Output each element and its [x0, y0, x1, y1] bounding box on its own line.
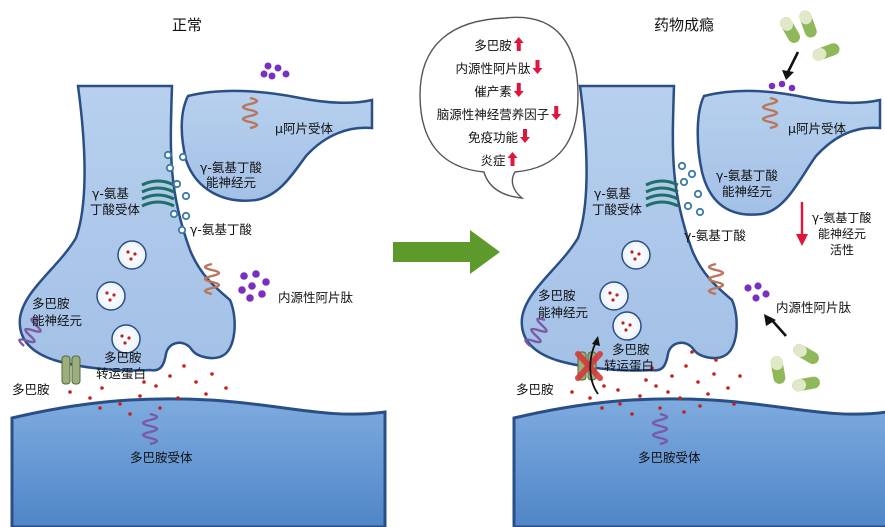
bubble-item-4: 免疫功能 [468, 130, 519, 145]
right-da-neuron-label-2: 能神经元 [538, 305, 588, 320]
right-transporter-label-2: 转运蛋白 [604, 358, 654, 373]
reuptake-arrow [589, 336, 600, 395]
right-dopamine-label: 多巴胺 [516, 382, 554, 397]
left-endorphin-dots-top [260, 62, 290, 80]
right-title: 药物成瘾 [654, 16, 714, 34]
right-gaba-activity-label-2: 能神经元 [818, 227, 866, 241]
left-dopamine-label: 多巴胺 [12, 382, 50, 397]
left-transporter-label-2: 转运蛋白 [96, 366, 146, 381]
right-dopamine-neuron [520, 84, 738, 372]
right-gaba-label: γ-氨基丁酸 [684, 228, 746, 243]
left-gaba-neuron-label-2: 能神经元 [206, 175, 256, 190]
left-dopamine-transporter [61, 355, 81, 385]
left-gaba-receptor-label-2: 丁酸受体 [90, 202, 141, 217]
right-gaba-neuron [696, 89, 882, 216]
right-vesicles [599, 240, 651, 341]
right-da-neuron-label-1: 多巴胺 [538, 288, 576, 303]
left-gaba-neuron-label-1: γ-氨基丁酸 [200, 160, 262, 175]
down-arrow-icon [551, 106, 562, 120]
left-postsynaptic-neuron [10, 397, 387, 527]
left-da-neuron-label-1: 多巴胺 [32, 296, 70, 311]
right-dopamine-dots [570, 350, 742, 416]
right-transporter-label-1: 多巴胺 [612, 342, 650, 357]
right-gaba-activity-label-1: γ-氨基丁酸 [812, 210, 871, 225]
left-gaba-label: γ-氨基丁酸 [190, 222, 252, 237]
right-postsynaptic-neuron [512, 397, 885, 527]
up-arrow-icon [513, 37, 524, 51]
left-mu-receptor-label: μ阿片受体 [275, 121, 333, 136]
left-da-neuron-label-2: 能神经元 [32, 313, 82, 328]
right-drug-dots-top [768, 80, 796, 92]
down-arrow-icon [513, 83, 524, 97]
right-endorphin-dots [744, 282, 770, 302]
bubble-item-3: 脑源性神经营养因子 [437, 107, 550, 122]
right-pills-bottom [770, 344, 820, 392]
up-arrow-icon [507, 152, 518, 166]
right-mu-receptor-label: μ阿片受体 [788, 121, 846, 136]
right-gaba-neuron-label-2: 能神经元 [722, 184, 772, 199]
right-gaba-receptor-label-2: 丁酸受体 [592, 202, 643, 217]
left-gaba-receptor-label-1: γ-氨基 [92, 186, 129, 201]
left-vesicles [96, 240, 147, 354]
right-panel: 药物成瘾 μ阿片受体 γ-氨基丁酸 能神经元 γ-氨基 丁酸受体 γ-氨基丁酸 … [512, 10, 885, 527]
left-transporter-label-1: 多巴胺 [104, 350, 142, 365]
right-gaba-neuron-label-1: γ-氨基丁酸 [716, 168, 778, 183]
right-drug-arrow-top [782, 51, 800, 80]
bubble-item-0: 多巴胺 [474, 38, 512, 53]
left-endorphin-dots [238, 270, 270, 302]
left-da-receptor-label: 多巴胺受体 [130, 450, 193, 465]
right-gaba-receptor [645, 179, 679, 208]
left-gaba-neuron [180, 89, 374, 202]
left-title: 正常 [172, 16, 202, 34]
right-gaba-receptor-label-1: γ-氨基 [594, 186, 631, 201]
left-dopamine-neuron [18, 84, 236, 372]
right-gaba-dots [677, 161, 705, 217]
right-gaba-activity-arrow [796, 202, 808, 246]
right-da-receptor-label: 多巴胺受体 [638, 450, 701, 465]
blocked-transporter-x-icon [575, 351, 603, 381]
right-gaba-activity-label-3: 活性 [830, 243, 854, 257]
bubble-item-1: 内源性阿片肽 [455, 61, 531, 76]
right-drug-arrow-bottom [764, 314, 787, 337]
left-gaba-dots [163, 150, 191, 235]
right-endorphin-label: 内源性阿片肽 [776, 300, 852, 315]
left-endorphin-label: 内源性阿片肽 [278, 290, 354, 305]
down-arrow-icon [520, 129, 530, 143]
down-arrow-icon [532, 60, 543, 74]
bubble-item-5: 炎症 [480, 153, 505, 168]
transition-arrow [393, 230, 500, 274]
left-gaba-receptor [141, 179, 175, 208]
right-pills-top [780, 10, 840, 61]
left-panel: 正常 μ阿片受体 γ-氨基丁酸 能神经元 γ-氨基 丁酸受体 γ-氨基丁酸 内源… [10, 16, 387, 527]
bubble-item-2: 催产素 [474, 84, 512, 99]
left-dopamine-dots [68, 364, 228, 416]
